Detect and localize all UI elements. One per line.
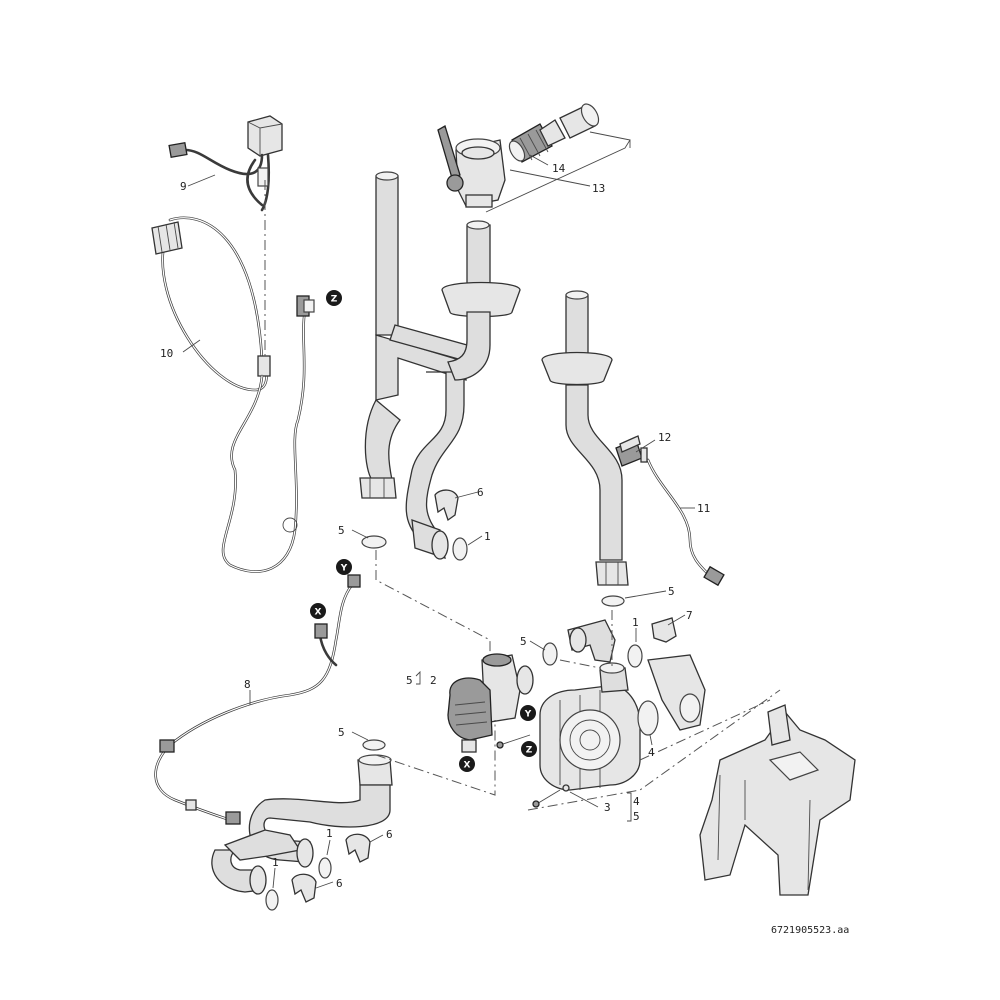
label-part-5a: 5 — [338, 524, 345, 537]
pump-assembly — [496, 662, 641, 808]
bottom-pipe-assembly — [211, 754, 393, 895]
label-part-9: 9 — [180, 180, 187, 193]
label-part-3: 3 — [604, 801, 611, 814]
clip-6 — [434, 489, 459, 522]
sensor-12-11 — [615, 435, 725, 587]
marker-y-pump: Y — [520, 705, 536, 721]
clip-6c — [291, 873, 317, 903]
label-part-5f: 5 — [633, 810, 640, 823]
label-part-4a: 4 — [648, 746, 655, 759]
marker-x-left: X — [310, 603, 326, 619]
seal-5c — [542, 642, 558, 666]
drawing-reference-number: 6721905523.aa — [771, 925, 849, 936]
label-part-13: 13 — [592, 182, 605, 195]
diverter-valve-2 — [447, 653, 534, 753]
svg-text:Z: Z — [526, 746, 533, 756]
o-ring-5b — [601, 595, 625, 607]
seal-1b — [627, 644, 643, 668]
svg-text:X: X — [315, 608, 322, 618]
o-ring-5d — [362, 739, 386, 751]
label-part-1c: 1 — [326, 827, 333, 840]
label-part-8: 8 — [244, 678, 251, 691]
label-part-10: 10 — [160, 347, 173, 360]
seal-4 — [637, 700, 659, 736]
label-part-6c: 6 — [336, 877, 343, 890]
seal-1d — [265, 889, 279, 911]
clip-6b — [345, 833, 371, 863]
label-part-7: 7 — [686, 609, 693, 622]
cable-8 — [154, 574, 361, 825]
label-part-6a: 6 — [477, 486, 484, 499]
seal-1 — [452, 537, 468, 561]
wiring-harness-9 — [168, 115, 283, 212]
label-part-5c: 5 — [520, 635, 527, 648]
label-part-14: 14 — [552, 162, 566, 175]
label-part-5d: 5 — [406, 674, 413, 687]
marker-y-left: Y — [336, 559, 352, 575]
filter-14 — [508, 103, 600, 163]
label-part-1a: 1 — [484, 530, 491, 543]
svg-text:Z: Z — [331, 295, 338, 305]
ball-valve-13 — [437, 125, 506, 208]
label-part-6b: 6 — [386, 828, 393, 841]
svg-text:Y: Y — [340, 564, 348, 574]
marker-z-top: Z — [326, 290, 342, 306]
clip-7 — [651, 617, 677, 643]
label-part-11: 11 — [697, 502, 710, 515]
label-part-2: 2 — [430, 674, 437, 687]
label-part-5e: 5 — [338, 726, 345, 739]
cable-loop-10 — [151, 216, 315, 573]
label-part-5b: 5 — [668, 585, 675, 598]
o-ring-5 — [361, 535, 387, 549]
label-part-4b: 4 — [633, 795, 640, 808]
svg-text:X: X — [464, 761, 471, 771]
pump-cover — [699, 704, 856, 896]
label-part-1b: 1 — [632, 616, 639, 629]
label-part-1d: 1 — [272, 856, 279, 869]
seal-1c — [318, 857, 332, 879]
return-pipe-assembly — [541, 290, 629, 586]
label-part-12: 12 — [658, 431, 671, 444]
marker-x-pump: X — [459, 756, 475, 772]
svg-text:Y: Y — [524, 710, 532, 720]
flow-pipe-assembly — [359, 171, 521, 560]
marker-z-pump: Z — [521, 741, 537, 757]
